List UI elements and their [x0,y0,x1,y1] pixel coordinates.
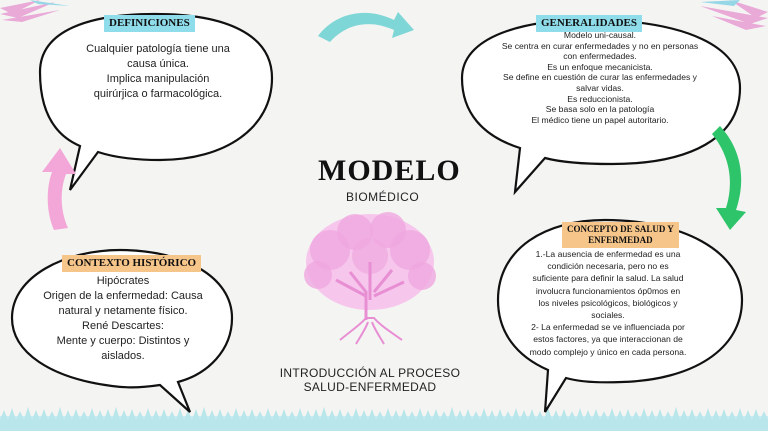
concepto-line: condición necesaria, pero no es [547,261,669,272]
contexto-line: René Descartes: [82,320,164,332]
concepto-line: 1.-La ausencia de enfermedad es una [535,249,681,259]
leaf-top-left [0,0,70,22]
arrow-teal-top [318,12,414,42]
concepto-heading: CONCEPTO DE SALUD Y ENFERMEDAD [562,222,679,248]
page-subtitle: BIOMÉDICO [346,190,420,204]
tree-illustration [304,212,436,345]
generalidades-line: con enfermedades. [563,51,637,62]
bubble-definiciones [38,12,274,191]
bottom-title: INTRODUCCIÓN AL PROCESO SALUD-ENFERMEDAD [270,366,470,394]
bottom-title-line: SALUD-ENFERMEDAD [303,380,437,394]
contexto-line: Origen de la enfermedad: Causa [43,290,203,302]
concepto-line: 2- La enfermedad se ve influenciada por [531,322,685,333]
leaf-top-right [700,0,768,30]
generalidades-line: Se basa solo en la patología [545,104,655,115]
contexto-line: Mente y cuerpo: Distintos y [56,335,190,347]
concepto-line: los niveles psicológicos, biológicos y [538,297,678,308]
concepto-line: sociales. [591,310,625,321]
generalidades-line: Se define en cuestión de curar las enfer… [503,72,697,83]
concepto-line: suficiente para definir la salud. La sal… [532,273,684,284]
contexto-text: Hipócrates Origen de la enfermedad: Caus… [30,274,216,364]
generalidades-line: Es reduccionista. [567,93,633,104]
definiciones-line: Cualquier patología tiene una [86,43,230,55]
generalidades-text: Modelo uni-causal. Se centra en curar en… [472,30,728,125]
concepto-text: 1.-La ausencia de enfermedad es una cond… [508,248,708,358]
concepto-heading-line: ENFERMEDAD [588,235,653,245]
concepto-line: modo complejo y único en cada persona. [529,346,687,357]
definiciones-line: causa única. [127,58,189,70]
definiciones-line: quirúrjica o farmacológica. [93,88,223,100]
concepto-line: estos factores, ya que interaccionan de [533,334,683,345]
definiciones-line: Implica manipulación [106,73,210,85]
definiciones-heading: DEFINICIONES [104,15,195,32]
bubble-contexto [10,248,234,413]
concepto-line: involucra funcionamientos óp0mos en [535,285,681,296]
generalidades-line: El médico tiene un papel autoritario. [531,114,669,125]
page-title: MODELO [318,154,461,187]
generalidades-line: salvar vidas. [576,82,624,93]
generalidades-line: Es un enfoque mecanicista. [547,61,653,72]
contexto-line: natural y netamente físico. [58,305,188,317]
generalidades-heading: GENERALIDADES [536,15,642,32]
definiciones-text: Cualquier patología tiene una causa únic… [60,42,256,102]
contexto-heading: CONTEXTO HISTÓRICO [62,255,202,272]
generalidades-line: Modelo uni-causal. [563,30,637,40]
bottom-title-line: INTRODUCCIÓN AL PROCESO [279,366,461,380]
contexto-line: aislados. [101,350,145,362]
arrow-pink-left [42,148,76,230]
concepto-heading-line: CONCEPTO DE SALUD Y [567,224,674,234]
contexto-line: Hipócrates [96,275,150,287]
generalidades-line: Se centra en curar enfermedades y no en … [501,40,699,51]
arrow-green-right [712,126,746,230]
grass-border [0,407,768,431]
